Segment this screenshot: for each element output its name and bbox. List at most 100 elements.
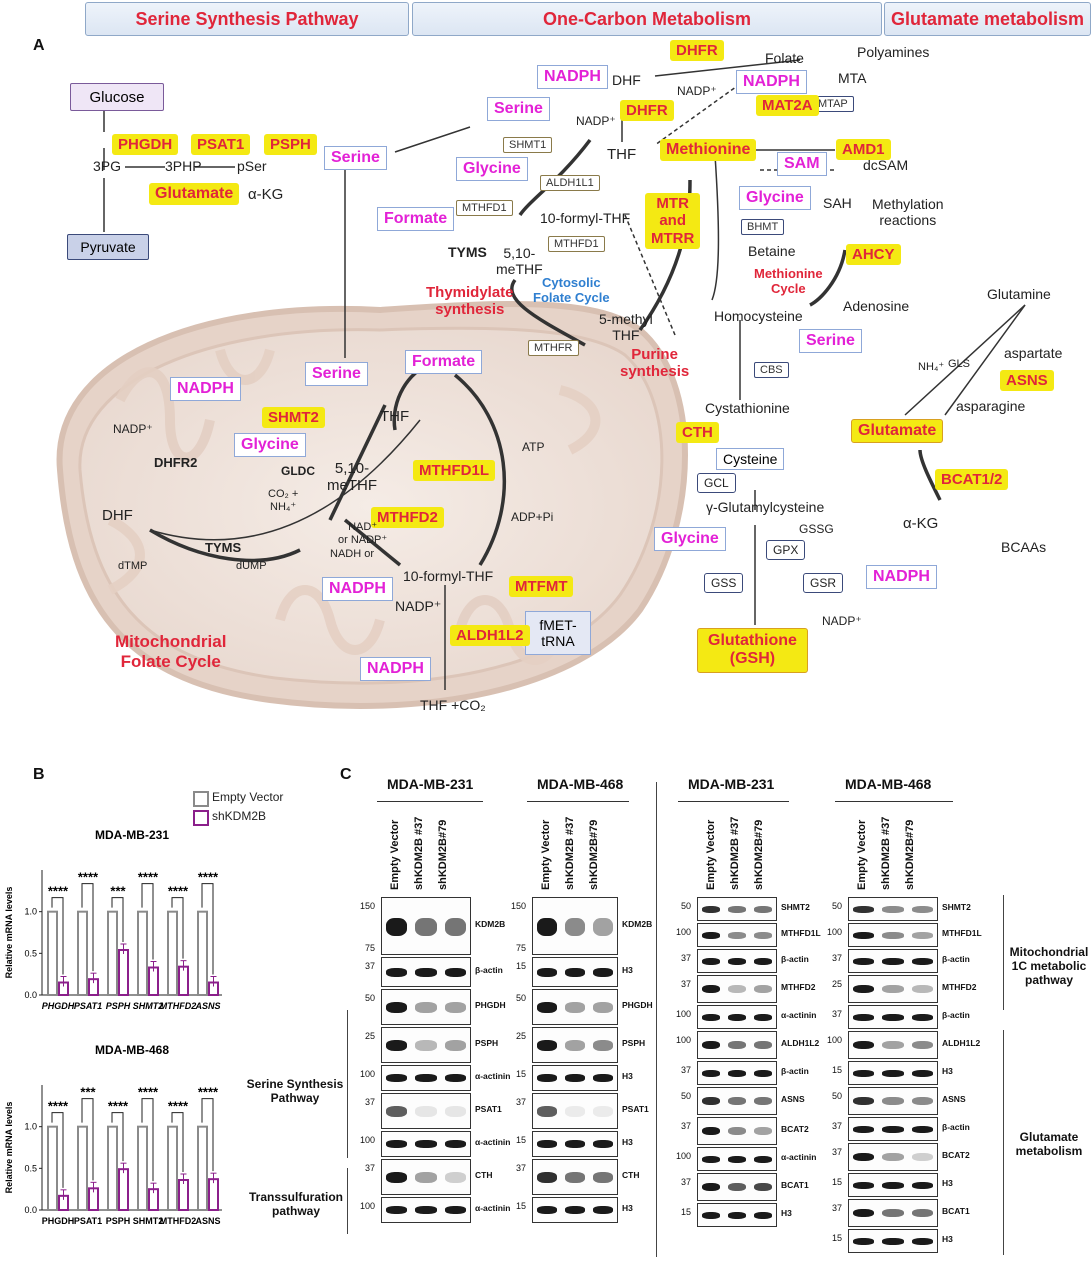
glucose-node: Glucose xyxy=(70,83,164,111)
band xyxy=(702,1097,720,1106)
band xyxy=(853,1097,875,1106)
protein-label: ASNS xyxy=(942,1094,966,1104)
significance-bracket xyxy=(111,1112,124,1162)
methylation-label: Methylation reactions xyxy=(872,196,944,228)
blot-kdm2b xyxy=(381,897,471,955)
mta-label: MTA xyxy=(838,70,867,86)
serine-node-3: Serine xyxy=(799,329,862,353)
blot-bcat1 xyxy=(848,1199,938,1227)
bracket-transsulfuration xyxy=(347,1168,348,1234)
blot--actinin xyxy=(697,1005,777,1029)
protein-label: BCAT2 xyxy=(942,1150,970,1160)
blot-psat1 xyxy=(532,1093,618,1129)
dtmp-label: dTMP xyxy=(118,560,148,572)
band xyxy=(444,1039,466,1051)
mw-marker: 37 xyxy=(515,1163,526,1173)
blot--actinin xyxy=(381,1197,471,1223)
thf-label-1: THF xyxy=(607,146,637,163)
band xyxy=(911,957,933,965)
band xyxy=(702,985,720,994)
cell-line-title: MDA-MB-231 xyxy=(688,776,775,792)
band xyxy=(593,1171,613,1183)
band xyxy=(386,1074,408,1083)
band xyxy=(911,1069,933,1077)
band xyxy=(593,1039,613,1051)
band xyxy=(754,957,772,965)
band xyxy=(882,931,904,939)
band xyxy=(565,1140,585,1149)
mw-marker: 100 xyxy=(826,1035,842,1045)
band xyxy=(853,905,875,913)
akg-label-1: α-KG xyxy=(248,186,284,203)
enzyme-amd1: AMD1 xyxy=(836,139,891,161)
header-one-carbon: One-Carbon Metabolism xyxy=(412,2,882,36)
band xyxy=(537,1074,557,1083)
nh4-label-1: NH₄⁺ xyxy=(918,361,945,373)
enzyme-mthfd1-a: MTHFD1 xyxy=(456,200,513,216)
blot-psph xyxy=(381,1027,471,1063)
enzyme-dhfr-2: DHFR xyxy=(620,100,674,122)
band xyxy=(593,1206,613,1215)
band xyxy=(882,1069,904,1077)
x-tick-label: PSAT1 xyxy=(74,1216,102,1226)
band xyxy=(882,1125,904,1133)
section-mitochondrial-1c: Mitochondrial 1C metabolic pathway xyxy=(1009,945,1089,987)
protein-label: ASNS xyxy=(781,1094,805,1104)
mw-marker: 100 xyxy=(675,1035,691,1045)
band xyxy=(593,1001,613,1013)
band xyxy=(386,1001,408,1013)
band xyxy=(386,1105,408,1117)
significance-bracket xyxy=(81,883,94,972)
mw-marker: 100 xyxy=(826,927,842,937)
mw-marker: 100 xyxy=(675,1151,691,1161)
band xyxy=(537,1140,557,1149)
bracket-glutamate xyxy=(1003,1030,1004,1255)
significance-label: **** xyxy=(78,870,99,885)
folate-label: Folate xyxy=(765,50,804,66)
mw-marker: 15 xyxy=(831,1177,842,1187)
band xyxy=(537,1171,557,1183)
x-tick-label: PSPH xyxy=(106,1001,131,1011)
protein-label: H3 xyxy=(622,1203,633,1213)
significance-bracket xyxy=(141,883,154,960)
band xyxy=(911,1041,933,1050)
bar-empty-vector-mthfd2 xyxy=(167,910,178,996)
band xyxy=(728,1211,746,1219)
mito-folate-cycle-label: Mitochondrial Folate Cycle xyxy=(115,632,227,671)
enzyme-bcat: BCAT1/2 xyxy=(935,469,1009,491)
mw-marker: 100 xyxy=(359,1135,375,1145)
blot--actin xyxy=(848,949,938,973)
band xyxy=(593,1074,613,1083)
blot-bcat2 xyxy=(848,1143,938,1171)
band xyxy=(853,1041,875,1050)
band xyxy=(565,1171,585,1183)
cell-line-underline xyxy=(835,801,953,802)
protein-label: H3 xyxy=(942,1234,953,1244)
band xyxy=(728,905,746,913)
mw-marker: 15 xyxy=(515,1201,526,1211)
band xyxy=(415,1074,437,1083)
cell-line-title: MDA-MB-468 xyxy=(845,776,932,792)
x-tick-label: MTHFD2 xyxy=(160,1001,197,1011)
blot-shmt2 xyxy=(697,897,777,921)
enzyme-asns: ASNS xyxy=(1000,370,1054,392)
y-axis-label: Relative mRNA levels xyxy=(4,887,14,979)
band xyxy=(537,1001,557,1013)
protein-label: PSAT1 xyxy=(622,1104,649,1114)
lane-label: shKDM2B#79 xyxy=(437,819,449,890)
mw-marker: 150 xyxy=(510,901,526,911)
bar-empty-vector-psat1 xyxy=(77,1125,88,1211)
thymidylate-synthesis-label: Thymidylate synthesis xyxy=(426,284,514,318)
significance-label: **** xyxy=(48,884,69,899)
band xyxy=(537,917,557,936)
tyms-label-2: TYMS xyxy=(205,540,242,555)
bar-empty-vector-asns xyxy=(197,910,208,996)
band xyxy=(911,931,933,939)
3pg-label: 3PG xyxy=(93,158,122,174)
enzyme-aldh1l1: ALDH1L1 xyxy=(540,175,600,191)
band xyxy=(415,1206,437,1215)
significance-bracket xyxy=(141,1098,154,1182)
nadph-node-2: NADPH xyxy=(736,70,807,94)
mw-marker: 15 xyxy=(515,1069,526,1079)
mw-marker: 50 xyxy=(831,1091,842,1101)
